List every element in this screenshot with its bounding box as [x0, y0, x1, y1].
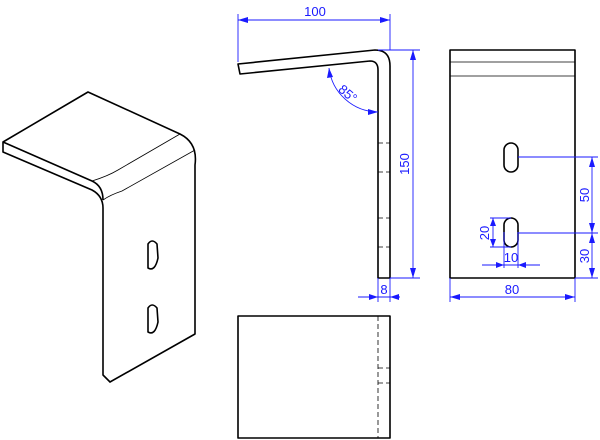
dim-height: 150	[397, 153, 412, 175]
front-view: 100 150 8 85°	[237, 4, 420, 302]
dim-slot-length: 20	[477, 226, 492, 240]
dim-flange-length: 100	[304, 4, 326, 19]
slot-lower	[503, 217, 519, 248]
top-view	[237, 315, 391, 439]
isometric-view	[2, 91, 197, 383]
dim-slot-from-bottom: 30	[577, 249, 592, 263]
dim-slot-width: 10	[504, 250, 518, 265]
dim-thickness: 8	[380, 282, 387, 297]
right-view: 50 30 80 20 10	[449, 49, 598, 302]
iso-slot-upper	[147, 240, 159, 270]
dim-bend-angle: 85°	[336, 81, 361, 105]
dim-width: 80	[505, 282, 519, 297]
iso-slot-lower	[147, 304, 159, 334]
slot-upper	[503, 142, 519, 173]
dim-slot-pitch: 50	[577, 188, 592, 202]
